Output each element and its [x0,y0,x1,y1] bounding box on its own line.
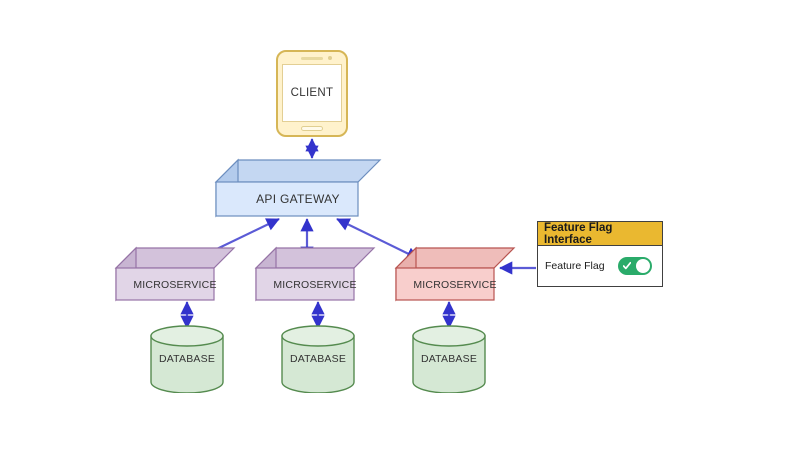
feature-flag-panel-body: Feature Flag [538,246,662,286]
database-node-3[interactable]: DATABASE [412,325,486,393]
phone-camera-icon [328,56,332,60]
phone-screen: CLIENT [282,64,342,122]
microservice-node-1[interactable]: MICROSERVICE [114,246,236,302]
feature-flag-panel-header: Feature Flag Interface [538,222,662,246]
toggle-knob [636,259,650,273]
feature-flag-interface-panel: Feature Flag Interface Feature Flag [537,221,663,287]
feature-flag-panel-title: Feature Flag Interface [544,221,613,246]
microservice-node-3[interactable]: MICROSERVICE [394,246,516,302]
microservice-node-2[interactable]: MICROSERVICE [254,246,376,302]
database-node-2[interactable]: DATABASE [281,325,355,393]
client-device[interactable]: CLIENT [276,50,348,137]
database-node-1[interactable]: DATABASE [150,325,224,393]
connector-gateway-microservice-3 [336,218,420,260]
api-gateway-node[interactable]: API GATEWAY [214,158,382,218]
toggle-check-icon [623,261,631,270]
feature-flag-toggle[interactable] [618,257,652,275]
feature-flag-row-label: Feature Flag [545,260,605,272]
phone-speaker-icon [301,57,323,60]
client-label: CLIENT [290,87,334,99]
phone-home-button[interactable] [301,126,323,131]
